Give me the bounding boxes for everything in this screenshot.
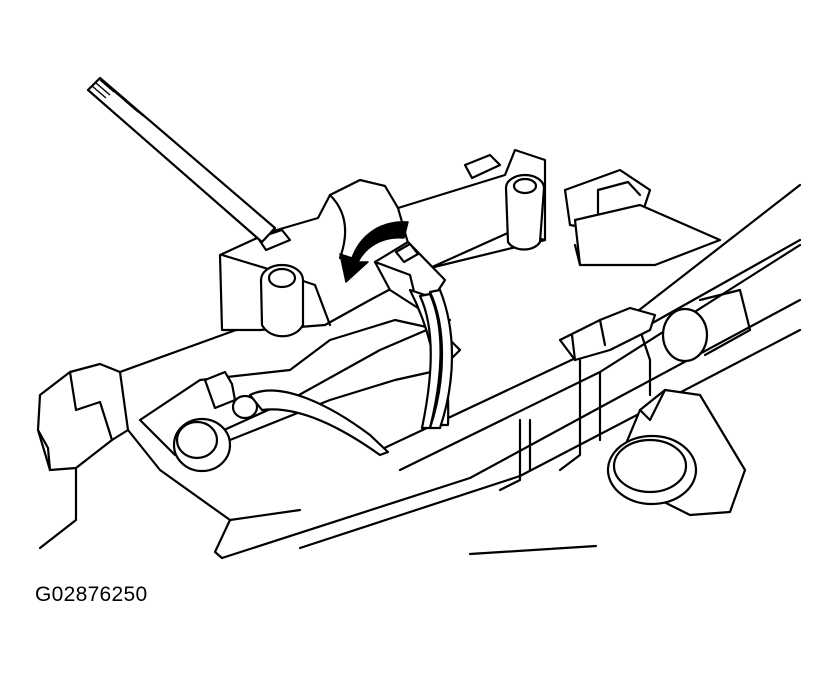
top-right-clip bbox=[563, 168, 722, 267]
inner-cavity bbox=[138, 318, 462, 473]
figure-id-label: G02876250 bbox=[35, 583, 148, 606]
electrical-connector-icon bbox=[373, 240, 454, 430]
rotation-arrow-icon bbox=[339, 221, 409, 283]
right-bracket bbox=[606, 288, 752, 517]
threaded-bolt-icon bbox=[86, 76, 277, 244]
actuator-housing bbox=[218, 148, 547, 338]
